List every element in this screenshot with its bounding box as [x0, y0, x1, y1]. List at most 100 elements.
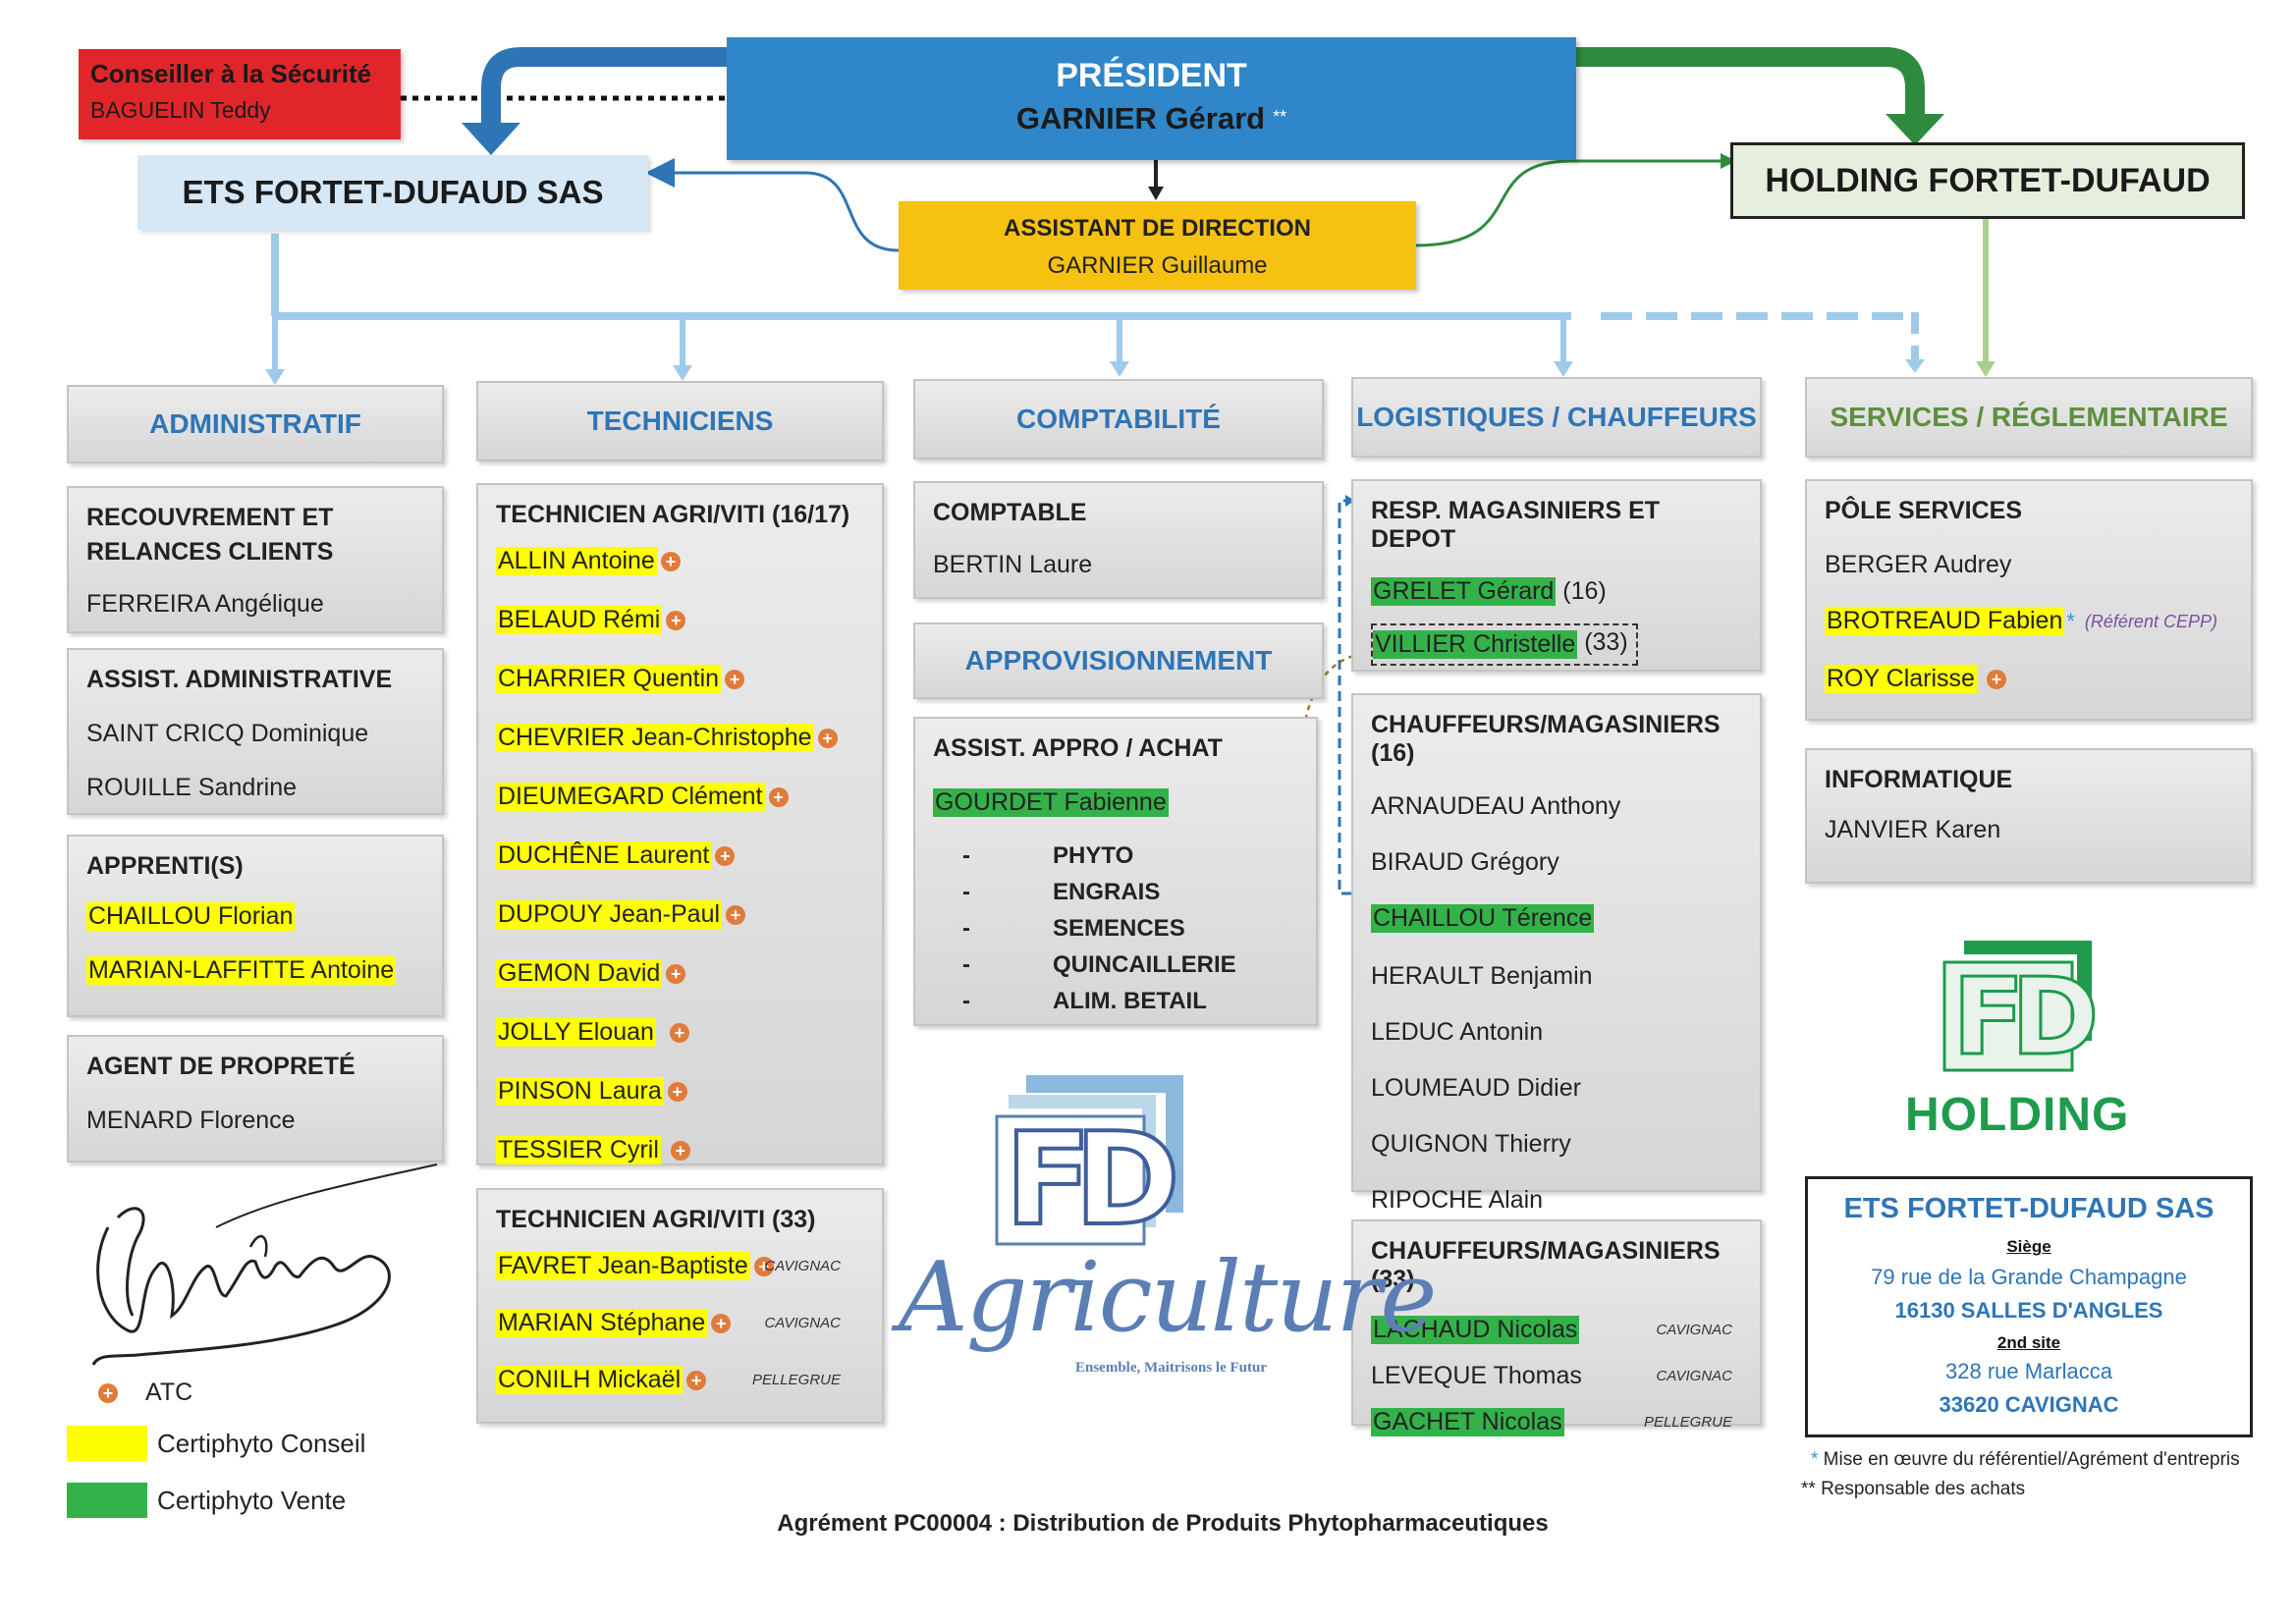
legend-atc-label: ATC [145, 1379, 193, 1406]
person-name: ALLIN Antoine [496, 547, 657, 575]
person-name: GRELET Gérard [1371, 577, 1557, 606]
address-siege-city: 16130 SALLES D'ANGLES [1894, 1298, 2163, 1323]
appro-item: ENGRAIS [1053, 879, 1161, 905]
chauffeurs-33-box: CHAUFFEURS/MAGASINIERS (33) LACHAUD Nico… [1351, 1219, 1762, 1436]
atc-icon: + [711, 1313, 732, 1333]
security-advisor-box: Conseiller à la Sécurité BAGUELIN Teddy [79, 49, 401, 139]
apprentis-title: APPRENTI(S) [86, 852, 244, 880]
assist-admin-title: ASSIST. ADMINISTRATIVE [86, 666, 393, 693]
resp-title: RESP. MAGASINIERS ET DEPOT [1371, 497, 1661, 553]
president-name: GARNIER Gérard [1015, 101, 1266, 135]
holding-logo-letters: FD [1950, 955, 2100, 1081]
atc-icon: + [660, 551, 681, 571]
person-name: TESSIER Cyril [496, 1136, 661, 1164]
tech-1617-box: TECHNICIEN AGRI/VITI (16/17) ALLIN Antoi… [476, 483, 884, 1165]
person-name: LOUMEAUD Didier [1371, 1074, 1581, 1102]
person-name: CHEVRIER Jean-Christophe [496, 724, 814, 752]
recouvrement-title-line2: RELANCES CLIENTS [86, 538, 334, 566]
site-label: CAVIGNAC [764, 1315, 841, 1331]
site-label: CAVIGNAC [1656, 1368, 1732, 1384]
star-mark: * [2066, 608, 2075, 633]
person-name: FAVRET Jean-Baptiste [496, 1252, 750, 1280]
person-name: CHAILLOU Florian [86, 902, 296, 931]
person-name: DUCHÊNE Laurent [496, 841, 712, 870]
list-dash: - [962, 879, 970, 905]
column-header-techniciens: TECHNICIENS [476, 381, 884, 461]
atc-icon: + [817, 728, 838, 748]
footnote-double-star-mark: ** [1801, 1479, 1816, 1499]
person-name: BIRAUD Grégory [1371, 848, 1559, 876]
site-suffix: (33) [1577, 628, 1628, 656]
person-name: ARNAUDEAU Anthony [1371, 792, 1621, 820]
column-header-logistiques: LOGISTIQUES / CHAUFFEURS [1351, 377, 1762, 458]
column-header-services: SERVICES / RÉGLEMENTAIRE [1805, 377, 2253, 458]
agriculture-logo-tagline: Ensemble, Maitrisons le Futur [1075, 1360, 1267, 1376]
person-name: LEVEQUE Thomas [1371, 1362, 1582, 1389]
person-name: RIPOCHE Alain [1371, 1186, 1544, 1214]
address-site2-street: 328 rue Marlacca [1945, 1359, 2112, 1383]
address-company: ETS FORTET-DUFAUD SAS [1843, 1193, 2214, 1224]
ch16-title: CHAUFFEURS/MAGASINIERS (16) [1371, 711, 1721, 767]
list-dash: - [962, 915, 970, 942]
site-label: PELLEGRUE [751, 1372, 841, 1388]
president-box: PRÉSIDENT GARNIER Gérard** [727, 37, 1576, 160]
info-title: INFORMATIQUE [1825, 766, 2013, 793]
column-header-label: SERVICES / RÉGLEMENTAIRE [1830, 402, 2228, 432]
proprete-title: AGENT DE PROPRETÉ [86, 1053, 355, 1080]
comptable-box: COMPTABLE BERTIN Laure [913, 481, 1324, 599]
person-name: BERTIN Laure [933, 551, 1093, 578]
security-advisor-name: BAGUELIN Teddy [90, 97, 271, 123]
person-name: CONILH Mickaël [496, 1366, 683, 1394]
site-label: CAVIGNAC [764, 1258, 841, 1274]
person-name: PINSON Laura [496, 1077, 664, 1106]
person-name: LACHAUD Nicolas [1371, 1316, 1580, 1344]
atc-icon: + [1986, 669, 2006, 689]
appro-item: SEMENCES [1053, 915, 1185, 942]
atc-icon: + [666, 610, 686, 630]
signature-image [91, 1163, 438, 1366]
person-name: CHARRIER Quentin [496, 665, 722, 693]
column-header-administratif: ADMINISTRATIF [67, 385, 444, 463]
footnote-star-text: Mise en œuvre du référentiel/Agrément d'… [1818, 1449, 2240, 1470]
address-siege-label: Siège [2006, 1237, 2051, 1256]
address-site2-city: 33620 CAVIGNAC [1939, 1392, 2119, 1417]
footnote-double-star-text: Responsable des achats [1815, 1479, 2026, 1499]
atc-icon: + [667, 1081, 687, 1102]
agriculture-logo-mark [995, 1075, 1183, 1246]
person-name: BROTREAUD Fabien [1825, 607, 2065, 635]
atc-icon: + [753, 1256, 774, 1276]
proprete-box: AGENT DE PROPRETÉ MENARD Florence [67, 1035, 444, 1163]
column-header-comptabilite: COMPTABILITÉ [913, 379, 1324, 460]
legend-conseil: Certiphyto Conseil [67, 1426, 365, 1461]
ch33-title: CHAUFFEURS/MAGASINIERS (33) [1371, 1237, 1721, 1293]
agriculture-logo: FD Agriculture Ensemble, Maitrisons le F… [899, 1065, 1437, 1389]
informatique-box: INFORMATIQUE JANVIER Karen [1805, 748, 2253, 884]
person-name: ROUILLE Sandrine [86, 774, 298, 801]
person-name: DIEUMEGARD Clément [496, 783, 765, 811]
site-label: CAVIGNAC [1656, 1322, 1732, 1338]
person-name: QUIGNON Thierry [1371, 1130, 1571, 1158]
ets-box: ETS FORTET-DUFAUD SAS [137, 155, 648, 230]
atc-icon: + [669, 1022, 689, 1043]
column-header-label: COMPTABILITÉ [1016, 404, 1221, 434]
ets-title: ETS FORTET-DUFAUD SAS [182, 174, 604, 210]
chauffeurs-16-box: CHAUFFEURS/MAGASINIERS (16) ARNAUDEAU An… [1351, 693, 1762, 1213]
atc-icon: + [725, 669, 745, 689]
atc-icon: + [686, 1370, 707, 1390]
list-dash: - [962, 842, 970, 869]
address-site2-label: 2nd site [1996, 1333, 2061, 1352]
person-name: LEDUC Antonin [1371, 1018, 1544, 1046]
site-suffix: (16) [1556, 577, 1607, 605]
recouvrement-box: RECOUVREMENT ET RELANCES CLIENTS FERREIR… [67, 486, 444, 633]
person-name: GEMON David [496, 959, 663, 988]
legend-green-swatch [67, 1483, 147, 1518]
agriculture-logo-letters: FD [1003, 1103, 1182, 1256]
appro-header: APPROVISIONNEMENT [913, 622, 1324, 699]
column-header-label: LOGISTIQUES / CHAUFFEURS [1356, 402, 1757, 432]
atc-icon: + [715, 845, 736, 866]
person-name: MARIAN Stéphane [496, 1309, 708, 1337]
appro-item: PHYTO [1053, 842, 1134, 869]
person-name: BERGER Audrey [1825, 551, 2012, 578]
address-box: ETS FORTET-DUFAUD SAS Siège 79 rue de la… [1805, 1176, 2253, 1437]
person-name: DUPOUY Jean-Paul [496, 900, 723, 929]
